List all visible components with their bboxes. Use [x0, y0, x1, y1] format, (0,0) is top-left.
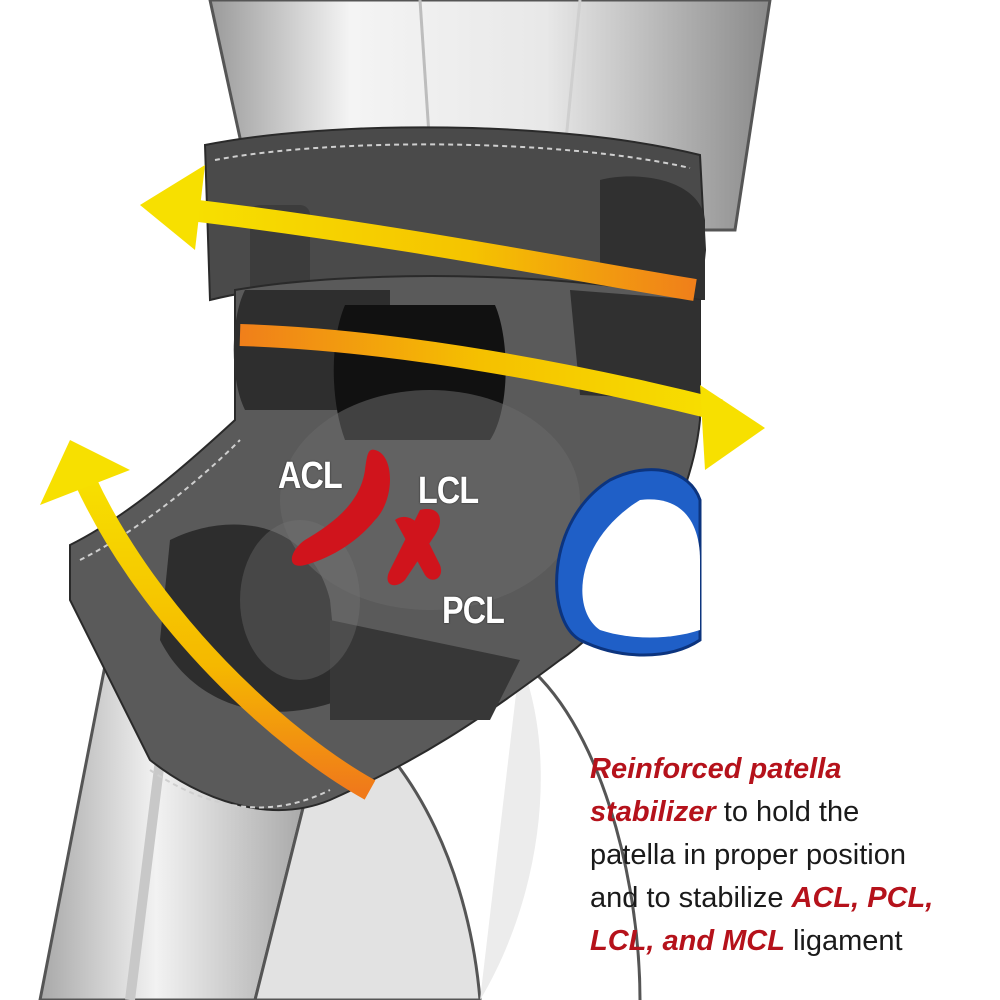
acl-label: ACL [278, 455, 343, 497]
caption-line-3: patella in proper position [590, 839, 906, 871]
arrow-top-left [188, 199, 697, 301]
caption-line-1: Reinforced patella [590, 753, 842, 785]
feature-caption: Reinforced patella stabilizer to hold th… [590, 748, 990, 963]
caption-line-4: and to stabilize ACL, PCL, [590, 882, 934, 914]
arrow-middle-right [239, 324, 723, 421]
caption-line-2: stabilizer to hold the [590, 796, 860, 828]
lcl-label: LCL [418, 470, 479, 512]
caption-line-5: LCL, and MCL ligament [590, 925, 903, 957]
pcl-label: PCL [442, 590, 505, 632]
acl-ligament [291, 449, 390, 566]
arrow-middle-right-head [700, 385, 765, 470]
arrow-lower-up-head [40, 440, 130, 505]
arrow-lower-up [75, 475, 376, 800]
pcl-ligament-b [395, 516, 442, 580]
arrow-top-left-head [140, 165, 205, 250]
